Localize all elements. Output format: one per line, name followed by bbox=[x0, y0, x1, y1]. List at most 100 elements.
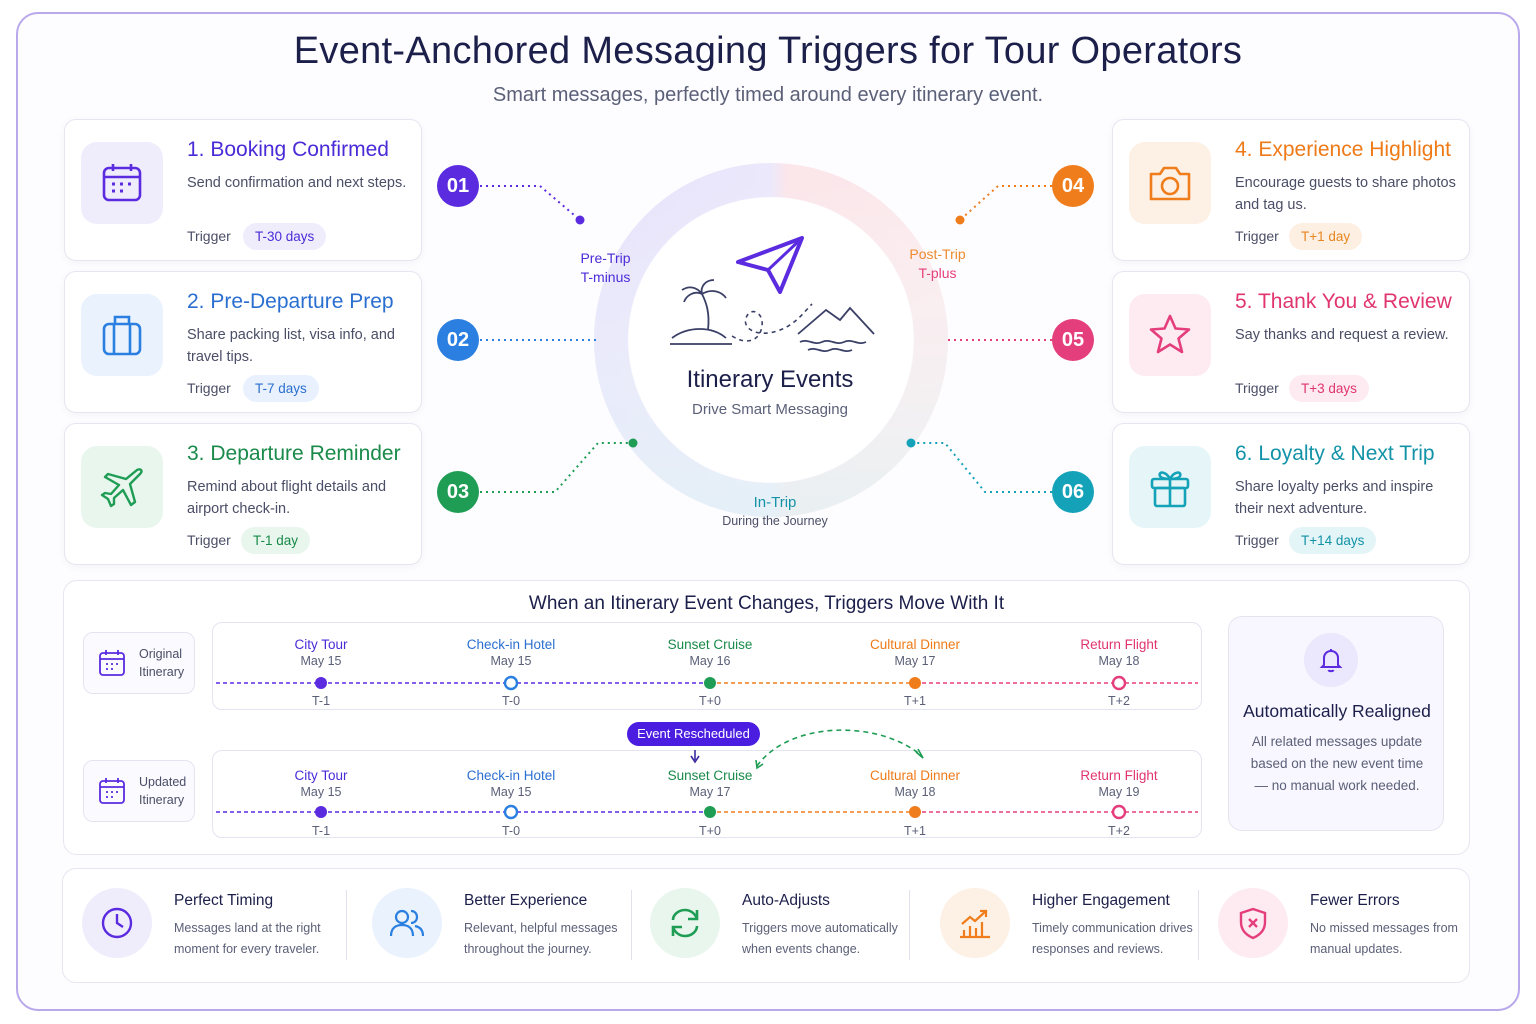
step-desc: Send confirmation and next steps. bbox=[187, 175, 407, 191]
realigned-title: Automatically Realigned bbox=[1243, 701, 1431, 721]
trigger-pill: T-1 day bbox=[241, 527, 311, 554]
pre-trip-line1: Pre-Trip bbox=[580, 250, 631, 266]
event-name: Return Flight bbox=[1080, 768, 1158, 783]
label-line1: Original bbox=[139, 647, 183, 661]
event-name: Cultural Dinner bbox=[869, 637, 961, 652]
step-number-02: 02 bbox=[437, 319, 479, 361]
event-name: Check-in Hotel bbox=[466, 768, 556, 783]
event-dot bbox=[315, 806, 327, 818]
step-desc: Say thanks and request a review. bbox=[1235, 327, 1449, 343]
step-number-06: 06 bbox=[1052, 471, 1094, 513]
page-subtitle: Smart messages, perfectly timed around e… bbox=[492, 84, 1044, 106]
event-rescheduled-badge: Event Rescheduled bbox=[627, 722, 760, 746]
benefit-title: Better Experience bbox=[464, 892, 588, 909]
benefit-title: Auto-Adjusts bbox=[742, 892, 830, 909]
realigned-desc: All related messages update based on the… bbox=[1250, 734, 1424, 793]
step-desc: Share loyalty perks and inspire their ne… bbox=[1235, 479, 1434, 517]
event-name: Check-in Hotel bbox=[466, 637, 556, 652]
updated-timeline-track bbox=[212, 750, 1202, 838]
timeline-heading: When an Itinerary Event Changes, Trigger… bbox=[528, 593, 1005, 614]
trigger-label: Trigger bbox=[1235, 380, 1279, 396]
trigger-pill: T+1 day bbox=[1289, 223, 1363, 250]
event-date: May 19 bbox=[1098, 785, 1140, 799]
island-icon bbox=[670, 279, 732, 345]
event-name: Sunset Cruise bbox=[667, 768, 753, 783]
event-dot bbox=[909, 677, 921, 689]
divider bbox=[631, 890, 632, 960]
calendar-icon bbox=[81, 142, 163, 224]
step-card-booking-confirmed: 1. Booking Confirmed Send confirmation a… bbox=[64, 119, 422, 261]
label-line2: Itinerary bbox=[139, 793, 185, 807]
event-name: City Tour bbox=[294, 768, 348, 783]
benefit-desc: Triggers move automatically when events … bbox=[742, 921, 898, 956]
benefits-panel bbox=[62, 868, 1470, 983]
star-icon bbox=[1129, 294, 1211, 376]
trigger-label: Trigger bbox=[187, 380, 231, 396]
event-dot bbox=[315, 677, 327, 689]
event-dot bbox=[503, 675, 519, 691]
trigger-label: Trigger bbox=[187, 532, 231, 548]
event-offset: T+1 bbox=[904, 824, 926, 838]
pre-trip-line2: T-minus bbox=[580, 269, 631, 285]
benefit-desc: Messages land at the right moment for ev… bbox=[174, 921, 321, 956]
step-desc: Share packing list, visa info, and trave… bbox=[187, 327, 395, 365]
event-date: May 16 bbox=[689, 654, 731, 668]
trigger-label: Trigger bbox=[187, 228, 231, 244]
step-title: 6. Loyalty & Next Trip bbox=[1235, 442, 1435, 465]
event-offset: T+1 bbox=[904, 694, 926, 708]
calendar-icon bbox=[99, 650, 125, 676]
step-card-pre-departure-prep: 2. Pre-Departure Prep Share packing list… bbox=[64, 271, 422, 413]
in-trip-label: In-Trip During the Journey bbox=[700, 493, 850, 531]
benefit-title: Fewer Errors bbox=[1310, 892, 1400, 909]
event-date: May 15 bbox=[490, 654, 532, 668]
event-dot bbox=[704, 806, 716, 818]
event-date: May 18 bbox=[1098, 654, 1140, 668]
refresh-icon bbox=[650, 888, 720, 958]
post-trip-label: Post-Trip T-plus bbox=[900, 245, 975, 283]
event-offset: T-1 bbox=[311, 694, 331, 708]
event-dot bbox=[909, 806, 921, 818]
luggage-icon bbox=[81, 294, 163, 376]
step-card-thank-you-review: 5. Thank You & Review Say thanks and req… bbox=[1112, 271, 1470, 413]
step-number-01: 01 bbox=[437, 165, 479, 207]
divider bbox=[1198, 890, 1199, 960]
step-title: 1. Booking Confirmed bbox=[187, 138, 389, 161]
chart-up-icon bbox=[940, 888, 1010, 958]
trigger-label: Trigger bbox=[1235, 532, 1279, 548]
step-number-05: 05 bbox=[1052, 319, 1094, 361]
step-number-03: 03 bbox=[437, 471, 479, 513]
label-line2: Itinerary bbox=[139, 665, 185, 679]
pre-trip-label: Pre-Trip T-minus bbox=[568, 249, 643, 287]
event-dot bbox=[704, 677, 716, 689]
mountain-icon bbox=[797, 306, 875, 353]
divider bbox=[346, 890, 347, 960]
center-subtitle: Drive Smart Messaging bbox=[692, 401, 848, 418]
shield-icon bbox=[1218, 888, 1288, 958]
page-title: Event-Anchored Messaging Triggers for To… bbox=[293, 30, 1243, 72]
trigger-pill: T-7 days bbox=[243, 375, 319, 402]
event-name: Sunset Cruise bbox=[667, 637, 753, 652]
center-title: Itinerary Events bbox=[686, 366, 854, 393]
benefit-title: Perfect Timing bbox=[174, 892, 274, 909]
event-date: May 17 bbox=[689, 785, 731, 799]
step-desc: Remind about flight details and airport … bbox=[187, 479, 387, 517]
event-offset: T+2 bbox=[1108, 824, 1130, 838]
divider bbox=[909, 890, 910, 960]
trigger-label: Trigger bbox=[1235, 228, 1279, 244]
step-desc: Encourage guests to share photos and tag… bbox=[1235, 175, 1456, 213]
step-card-experience-highlight: 4. Experience Highlight Encourage guests… bbox=[1112, 119, 1470, 261]
event-offset: T-0 bbox=[501, 824, 521, 838]
clock-icon bbox=[82, 888, 152, 958]
post-trip-line2: T-plus bbox=[918, 265, 957, 281]
bell-icon bbox=[1304, 633, 1358, 687]
